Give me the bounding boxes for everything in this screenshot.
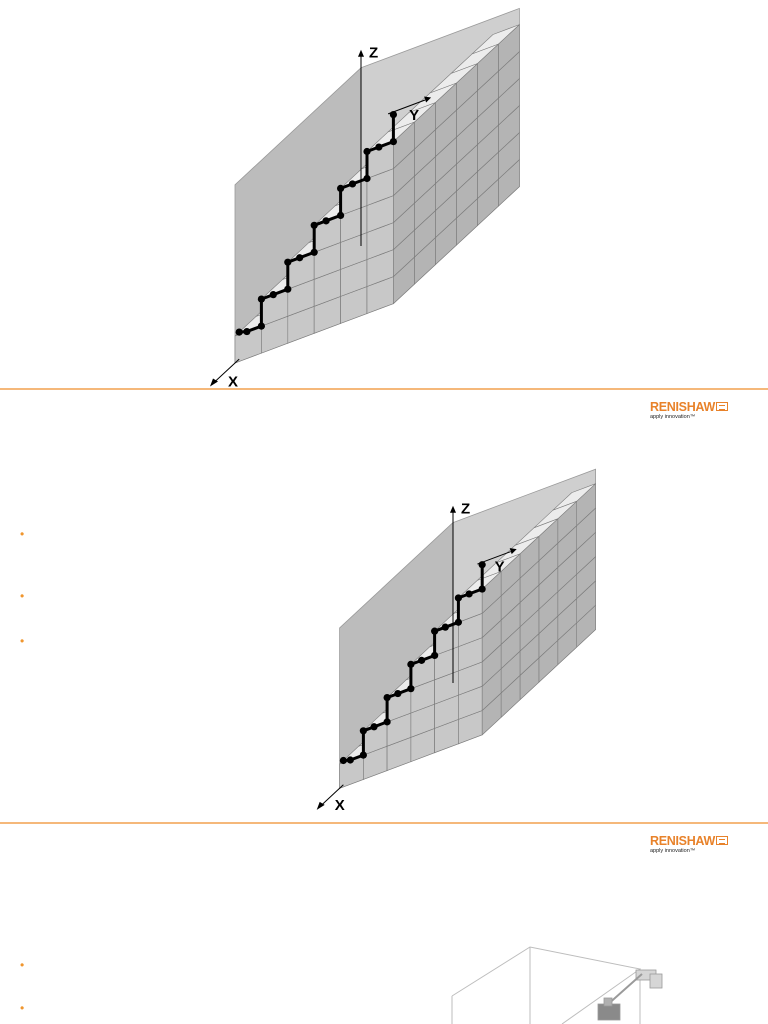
bullet-dot-icon: • <box>20 527 25 541</box>
scan-point <box>431 651 439 660</box>
bullet-dot-icon: • <box>20 958 25 972</box>
z-axis-label: Z <box>369 45 378 62</box>
scan-point <box>322 217 330 225</box>
logo-tagline: apply innovation™ <box>650 414 696 420</box>
slide-3: RENISHAW apply innovation™ • • <box>0 824 768 1024</box>
cube-diagram: Z Y X <box>210 7 520 389</box>
scan-point <box>407 685 415 693</box>
scan-point <box>284 258 292 266</box>
x-axis <box>213 358 240 383</box>
slide-divider <box>0 822 768 824</box>
scan-point <box>363 174 371 183</box>
bullet-dot-icon: • <box>20 1001 25 1015</box>
scan-point <box>454 594 462 602</box>
y-axis-arrow-icon <box>424 96 432 103</box>
logo-mark-icon <box>715 402 728 411</box>
scan-point <box>257 295 265 303</box>
scan-point <box>243 327 251 336</box>
z-axis-label: Z <box>461 501 470 518</box>
scan-point <box>346 756 354 764</box>
scan-point <box>431 627 439 635</box>
logo-mark-icon <box>715 836 728 845</box>
scan-point <box>454 618 462 626</box>
scan-point <box>269 291 277 299</box>
scan-point <box>359 751 367 759</box>
z-axis-arrow-icon <box>450 505 456 513</box>
logo-tagline: apply innovation™ <box>650 848 696 854</box>
scan-point <box>257 322 265 330</box>
scan-point <box>478 585 486 593</box>
scan-point <box>417 656 426 664</box>
probe-head-icon <box>597 969 663 1021</box>
scan-point <box>383 693 391 702</box>
y-axis-arrow-icon <box>509 548 517 555</box>
slide-2: RENISHAW apply innovation™ • • • Z Y X <box>0 390 768 822</box>
scan-point <box>383 718 391 726</box>
machine-frame-diagram <box>451 946 663 1024</box>
x-axis <box>320 784 344 807</box>
y-axis <box>387 99 426 115</box>
renishaw-logo: RENISHAW apply innovation™ <box>650 834 746 855</box>
scan-point <box>296 254 304 262</box>
scan-point <box>284 285 292 293</box>
cube-diagram: Z Y X <box>316 468 596 814</box>
scan-point <box>370 723 378 731</box>
scan-point <box>363 147 371 156</box>
scan-point <box>465 590 473 598</box>
scan-point <box>407 660 415 668</box>
scan-point <box>348 180 357 188</box>
scan-point <box>389 138 397 146</box>
scan-point <box>394 689 402 698</box>
slide-divider <box>0 388 768 390</box>
scan-point <box>375 143 383 151</box>
logo-brand: RENISHAW <box>650 400 715 414</box>
y-axis-label: Y <box>495 559 505 576</box>
renishaw-logo: RENISHAW apply innovation™ <box>650 400 746 421</box>
bullet-dot-icon: • <box>20 634 25 648</box>
z-axis-arrow-icon <box>358 49 364 57</box>
x-axis-label: X <box>228 374 238 389</box>
diagram-group: Z Y X <box>210 7 520 389</box>
x-axis-arrow-icon <box>210 378 218 387</box>
y-axis-label: Y <box>409 107 419 124</box>
logo-brand: RENISHAW <box>650 834 715 848</box>
x-axis-arrow-icon <box>316 801 325 810</box>
y-axis <box>477 551 511 565</box>
scan-point <box>359 727 367 735</box>
slide-1: Z Y X <box>0 0 768 388</box>
diagram-group: Z Y X <box>316 468 596 814</box>
scan-point <box>441 623 449 631</box>
bullet-dot-icon: • <box>20 589 25 603</box>
scan-point <box>310 221 318 229</box>
scan-point <box>235 328 243 336</box>
scan-point <box>310 248 318 256</box>
scan-point <box>339 756 347 765</box>
x-axis-label: X <box>335 797 345 814</box>
scan-point <box>337 184 345 192</box>
scan-point <box>337 211 345 219</box>
